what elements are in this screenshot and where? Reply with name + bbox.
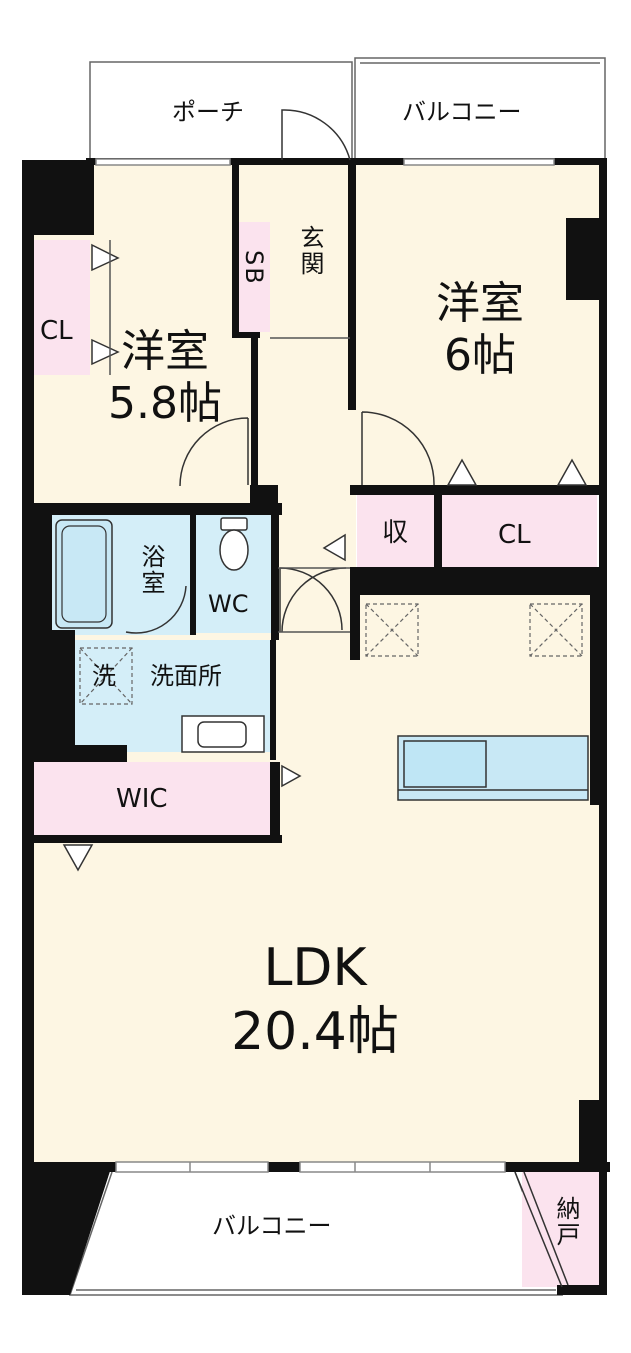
ceiling-vents (365, 603, 583, 657)
bedroom-east-size: 6帖 (444, 330, 516, 381)
porch-outline (89, 61, 353, 160)
toilet-label: WC (208, 590, 249, 618)
doors (62, 109, 588, 1288)
bedroom-west-name: 洋室 (121, 326, 209, 377)
wic-floor (34, 762, 274, 837)
bathtub (55, 519, 113, 629)
closet-east-label: CL (498, 520, 531, 550)
bath-label: 浴室 (137, 544, 165, 596)
kitchen-counter (397, 735, 589, 801)
porch-label: ポーチ (172, 98, 244, 126)
shoebox-label: SB (240, 250, 268, 286)
storage-floor (357, 495, 437, 567)
storage-label: 収 (382, 518, 409, 548)
ldk-name: LDK (263, 938, 367, 998)
shoebox-floor (238, 222, 270, 332)
balcony-top-label: バルコニー (402, 98, 522, 126)
ldk-size: 20.4帖 (231, 1002, 399, 1062)
windows (95, 158, 555, 1173)
bedroom-east-name: 洋室 (436, 278, 524, 329)
bedroom-east-floor (356, 165, 599, 490)
wic-label: WIC (116, 784, 168, 814)
closet-east-floor (440, 495, 597, 567)
balcony-bottom-label: バルコニー (212, 1212, 332, 1240)
washbasin (181, 715, 265, 753)
washer-label: 洗 (92, 662, 116, 690)
entrance-label: 玄関 (296, 225, 324, 277)
closet-west-label: CL (40, 316, 73, 346)
outdoor-storage-label: 納戸 (552, 1196, 580, 1248)
washer-pan (79, 647, 133, 705)
washroom-label: 洗面所 (150, 662, 222, 690)
toilet-fixture (219, 517, 249, 571)
partitions (109, 240, 350, 633)
closet-west-floor (34, 240, 90, 375)
bedroom-west-size: 5.8帖 (108, 378, 222, 429)
